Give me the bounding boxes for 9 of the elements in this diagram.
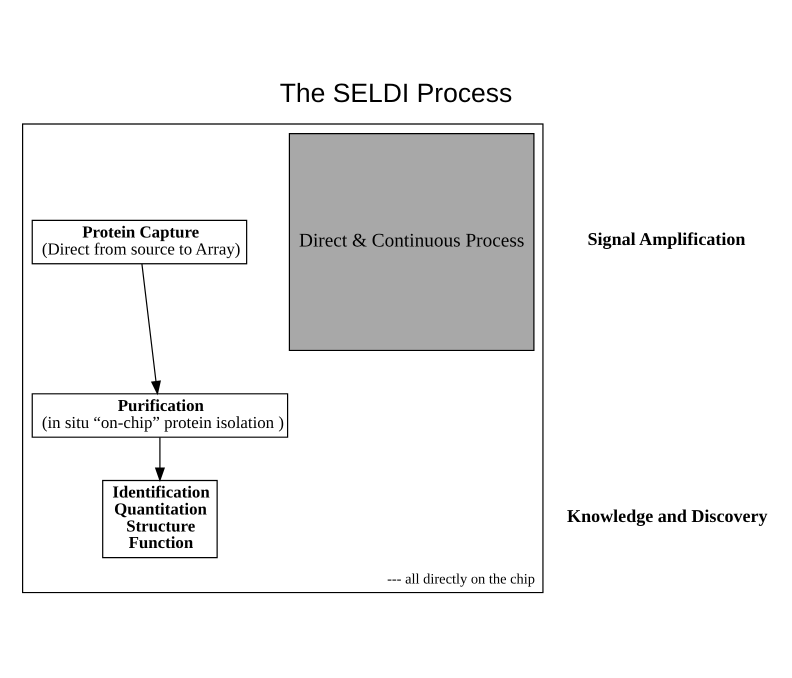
diagram-title: The SELDI Process (280, 78, 512, 108)
arrow (154, 438, 165, 482)
label: Knowledge and Discovery (567, 506, 768, 526)
arrow (141, 264, 161, 396)
node-box: Purification (in situ “on-chip” protein isolation ) (32, 393, 288, 438)
node-box: Protein Capture (Direct from source to Array) (32, 220, 248, 264)
node-box: Direct & Continuous Process (288, 133, 535, 352)
node-box: Identification Quantitation Structure Function (102, 480, 218, 558)
label: Signal Amplification (588, 229, 746, 250)
